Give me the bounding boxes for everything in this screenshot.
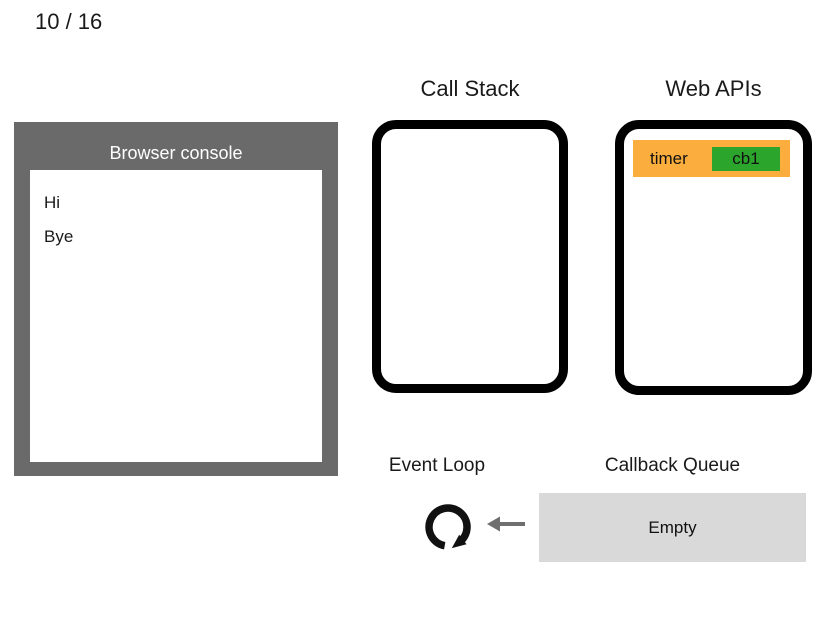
web-apis-box: timer cb1 — [615, 120, 812, 395]
web-apis-title: Web APIs — [665, 76, 762, 101]
browser-console-title: Browser console — [109, 143, 243, 163]
call-stack-title: Call Stack — [420, 76, 520, 101]
web-api-task-row: timer cb1 — [633, 140, 790, 177]
web-api-callback-chip: cb1 — [712, 146, 780, 171]
browser-console-output: Hi Bye — [30, 170, 322, 462]
event-loop-title: Event Loop — [388, 455, 486, 476]
call-stack-box — [372, 120, 568, 393]
callback-queue-title: Callback Queue — [604, 455, 741, 476]
callback-queue-status: Empty — [648, 517, 697, 537]
browser-console-panel: Browser console Hi Bye — [14, 122, 338, 476]
console-log-line: Bye — [44, 227, 74, 246]
left-arrow-icon — [487, 516, 525, 532]
web-api-task-label: timer — [650, 148, 688, 168]
console-log-line: Hi — [44, 193, 61, 212]
clockwise-loop-arrow-icon — [425, 504, 471, 550]
callback-queue-box: Empty — [539, 493, 806, 562]
slide-counter: 10 / 16 — [35, 9, 103, 34]
